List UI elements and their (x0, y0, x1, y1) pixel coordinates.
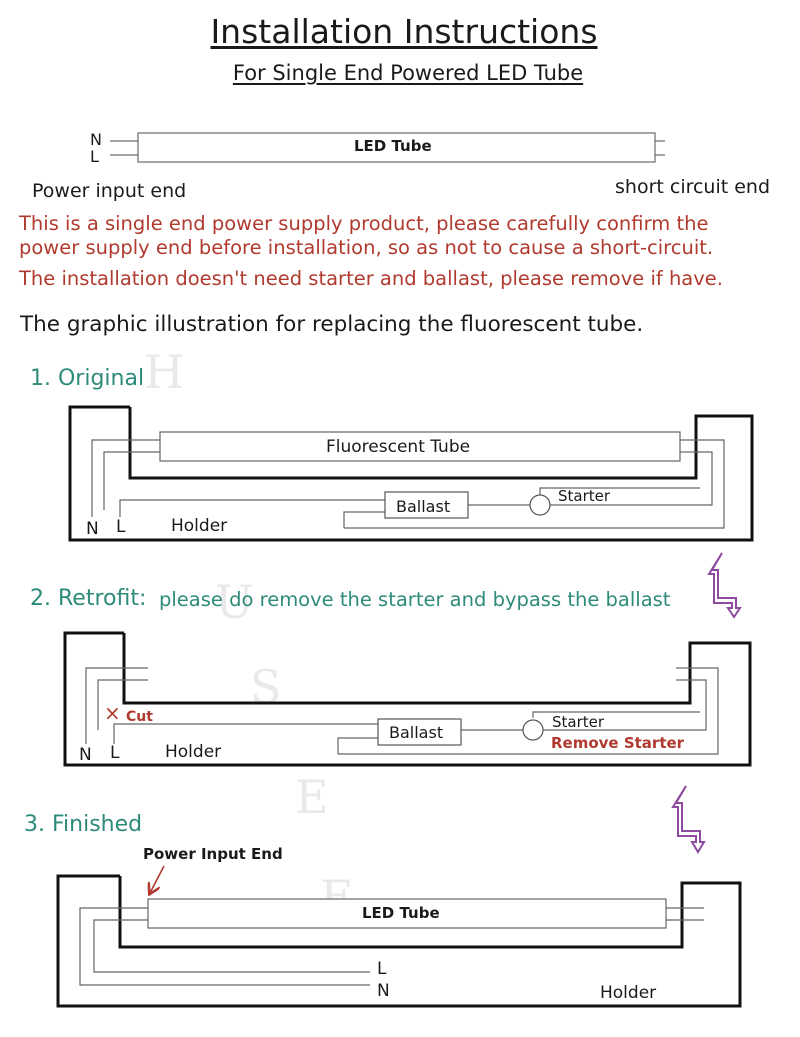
finished-tube (147, 898, 667, 929)
original-tube (159, 431, 681, 462)
watermark-letter: U (215, 575, 254, 629)
step2-n-label: N (79, 745, 92, 765)
watermark-letter: E (295, 770, 329, 824)
step2-note: please do remove the starter and bypass … (159, 588, 671, 611)
warning-line-3: The installation doesn't need starter an… (19, 267, 723, 290)
warning-line-1: This is a single end power supply produc… (19, 212, 709, 235)
intro-n-label: N (90, 130, 102, 149)
finished-holder-frame (56, 874, 742, 1008)
page-subtitle: For Single End Powered LED Tube (232, 61, 584, 85)
step3-holder-label: Holder (600, 983, 657, 1003)
step1-starter-label: Starter (558, 487, 611, 505)
step2-holder-label: Holder (165, 742, 222, 762)
step3-tube-label: LED Tube (362, 904, 440, 922)
step1-n-label: N (86, 519, 99, 539)
step2-heading: 2. Retrofit: (30, 586, 147, 611)
warning-line-2: power supply end before installation, so… (19, 236, 714, 259)
power-input-arrow (150, 865, 165, 893)
intro-tube-label: LED Tube (354, 137, 432, 155)
power-input-end-marker: Power Input End (143, 845, 283, 863)
step1-heading: 1. Original (30, 366, 145, 391)
finished-wires (79, 907, 704, 986)
step1-ballast-label: Ballast (396, 497, 451, 516)
intro-l-label: L (90, 147, 99, 166)
retrofit-starter-circle (522, 719, 544, 741)
transition-arrow-2 (671, 785, 706, 854)
retrofit-ballast-box (377, 718, 462, 746)
cut-x-icon: × (104, 701, 121, 725)
original-ballast-box (384, 491, 469, 519)
cut-label: Cut (126, 709, 153, 725)
original-holder-frame (68, 405, 754, 542)
short-circuit-end-label: short circuit end (615, 176, 771, 198)
intro-led-tube (110, 132, 665, 163)
remove-starter-label: Remove Starter (551, 734, 685, 752)
step1-tube-label: Fluorescent Tube (326, 437, 471, 457)
lead-text: The graphic illustration for replacing t… (20, 312, 644, 337)
step3-heading: 3. Finished (24, 812, 143, 837)
step3-l-label: L (377, 959, 387, 979)
original-starter-circle (529, 494, 551, 516)
transition-arrow-1 (707, 552, 742, 619)
page-title: Installation Instructions (210, 12, 598, 51)
step1-l-label: L (116, 517, 126, 537)
power-input-end-label: Power input end (32, 180, 187, 202)
watermark-letter: H (144, 345, 185, 399)
step1-holder-label: Holder (171, 516, 228, 536)
step2-starter-label: Starter (552, 713, 605, 731)
step2-l-label: L (110, 743, 120, 763)
retrofit-holder-frame (63, 631, 752, 767)
step3-n-label: N (377, 981, 390, 1001)
retrofit-wires (85, 667, 719, 755)
watermark-letter: S (250, 660, 282, 714)
step2-ballast-label: Ballast (389, 723, 444, 742)
original-wires (91, 439, 725, 529)
